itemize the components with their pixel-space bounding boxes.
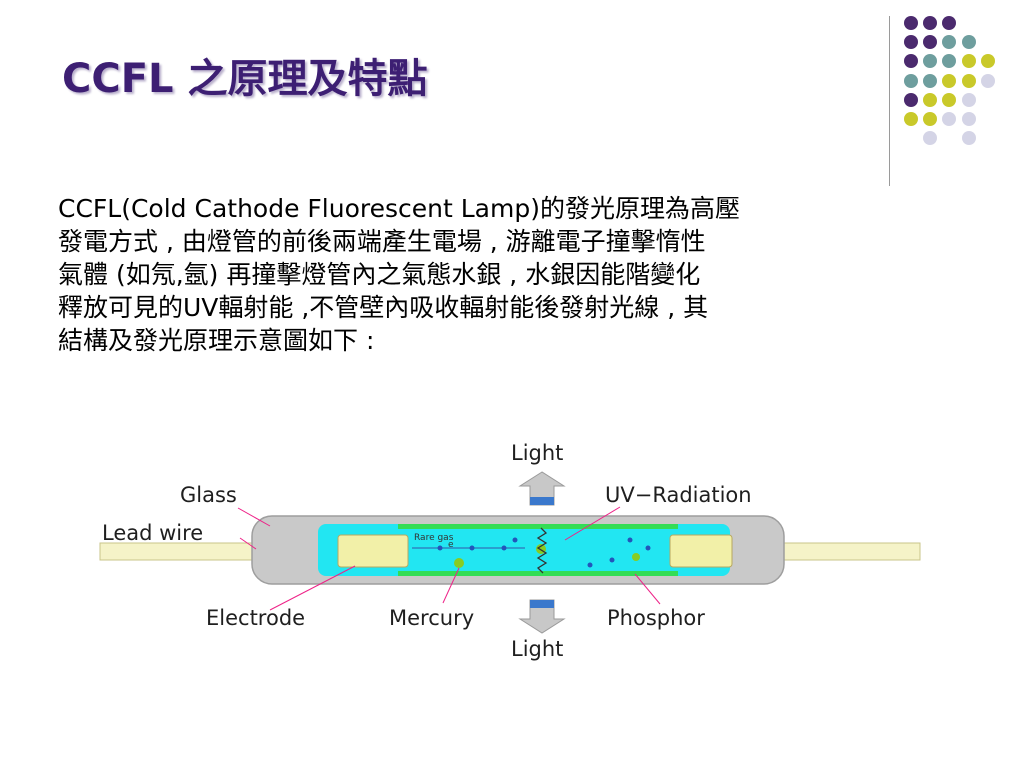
- light-arrow-up-tip: [530, 497, 554, 505]
- leader-mercury: [442, 567, 460, 604]
- leader-uv: [564, 506, 621, 541]
- electron-dot: [512, 537, 518, 543]
- decorative-dot: [961, 112, 976, 126]
- decorative-dot: [961, 54, 976, 69]
- decorative-dot: [923, 16, 938, 30]
- light-arrow-down-tip: [530, 600, 554, 608]
- leader-electrode: [269, 565, 356, 611]
- decorative-dot: [961, 35, 976, 50]
- decorative-dot: [980, 54, 995, 69]
- electron-dot: [469, 545, 475, 551]
- decorative-dot: [923, 35, 938, 50]
- electrode-left: [337, 534, 409, 568]
- decorative-dot: [923, 54, 938, 69]
- leader-glass: [237, 507, 271, 527]
- electron-label: e: [448, 540, 454, 550]
- slide-title: CCFL 之原理及特點: [62, 56, 428, 102]
- mercury-atom: [632, 553, 640, 561]
- rare-gas-label: Rare gas: [414, 533, 454, 543]
- phosphor-label: Phosphor: [607, 606, 705, 630]
- light-top-label: Light: [511, 441, 563, 465]
- electron-dot: [627, 537, 633, 543]
- lead-wire-label: Lead wire: [102, 521, 203, 545]
- decorative-dot: [942, 54, 957, 69]
- decorative-dot: [942, 73, 957, 88]
- lead-wire-right: [769, 542, 921, 561]
- mercury-atom: [454, 558, 464, 568]
- tube-interior: [318, 524, 730, 576]
- electron-dot: [437, 545, 443, 551]
- phosphor-coating-top: [398, 524, 678, 529]
- glass-label: Glass: [180, 483, 237, 507]
- electrode-label: Electrode: [206, 606, 305, 630]
- electrode-right: [669, 534, 733, 568]
- body-paragraph: CCFL(Cold Cathode Fluorescent Lamp)的發光原理…: [58, 194, 740, 355]
- light-bottom-label: Light: [511, 637, 563, 661]
- decorative-dot: [942, 35, 957, 50]
- decorative-dot: [961, 131, 976, 146]
- leader-phosphor: [634, 573, 661, 605]
- decorative-dot: [942, 112, 957, 126]
- electron-dot: [609, 557, 615, 563]
- decorative-dot: [942, 16, 957, 30]
- decorative-dot: [942, 92, 957, 107]
- leader-lead-wire: [239, 537, 257, 550]
- decorative-dot: [923, 73, 938, 88]
- mercury-label: Mercury: [389, 606, 474, 630]
- phosphor-coating-bottom: [398, 571, 678, 576]
- decorative-dot: [904, 54, 918, 69]
- uv-radiation-wave: [536, 527, 548, 574]
- decorative-dot: [904, 112, 918, 126]
- decorative-dot: [904, 73, 918, 88]
- electron-dot: [587, 562, 593, 568]
- electron-dot: [501, 545, 507, 551]
- decorative-dot: [904, 92, 918, 107]
- uv-radiation-label: UV−Radiation: [605, 483, 752, 507]
- decorative-dot: [923, 131, 938, 146]
- decorative-dot: [961, 73, 976, 88]
- decorative-dot: [904, 16, 918, 30]
- electron-dot: [645, 545, 651, 551]
- title-divider: [889, 16, 890, 186]
- decorative-dot: [923, 112, 938, 126]
- decorative-dot: [923, 92, 938, 107]
- decorative-dot: [980, 73, 995, 88]
- decorative-dot: [904, 35, 918, 50]
- decorative-dot: [961, 92, 976, 107]
